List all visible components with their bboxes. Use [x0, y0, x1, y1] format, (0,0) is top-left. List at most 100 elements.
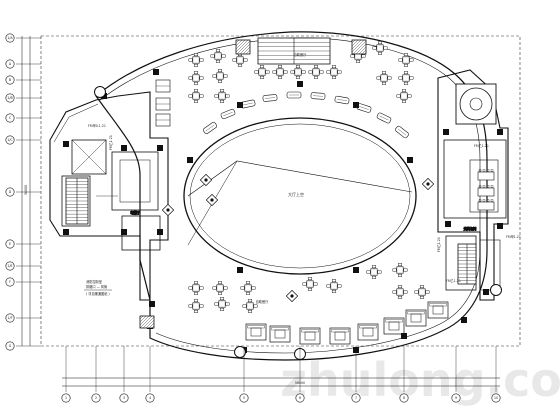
left-stair: [65, 177, 89, 225]
bottom-axis-bubble: [239, 393, 249, 403]
elevation-marker-dot: [426, 182, 430, 186]
fire-door-labels: FM甲0.1.21 FM乙1.21 FM乙1.21 FM甲1.21 FM乙1.2…: [88, 124, 521, 283]
booth-seat: [395, 125, 409, 139]
structural-column: [121, 229, 127, 235]
central-atrium: 大厅上空: [183, 117, 417, 275]
hatched-pier: [235, 39, 251, 55]
left-axis-label: E: [9, 242, 11, 246]
dining-table: [398, 53, 414, 67]
structural-column: [187, 157, 193, 163]
dining-table: [212, 281, 228, 295]
bottom-axis-bubble: [399, 393, 409, 403]
private-room-table: [477, 169, 495, 181]
round-column: [94, 86, 106, 98]
atrium-label: 大厅上空: [288, 191, 304, 197]
dining-table: [326, 279, 342, 293]
structural-column: [497, 129, 503, 135]
left-dimension-total: 36000: [24, 185, 28, 195]
dining-table: [212, 69, 228, 83]
right-stair: [457, 243, 477, 285]
dining-table: [188, 299, 204, 313]
private-room-table: [477, 185, 495, 197]
left-core: 电梯厅: [61, 139, 161, 251]
booth-seat: [376, 112, 392, 124]
bottom-axis-bubble: [119, 393, 129, 403]
left-axis-label: B: [9, 78, 11, 82]
structural-column: [149, 301, 155, 307]
bottom-axis-bubble: [351, 393, 361, 403]
cafe-table: [308, 65, 324, 79]
bottom-axis-bubble: [91, 393, 101, 403]
left-axis-label: C: [9, 116, 12, 120]
elevation-marker-dot: [166, 208, 170, 212]
window-booth: [155, 79, 171, 93]
structural-column: [443, 129, 449, 135]
dining-table: [396, 89, 412, 103]
bottom-axis-label: 1: [65, 396, 67, 400]
structural-column: [353, 102, 359, 108]
private-room-table: [477, 199, 495, 211]
cafe-table: [290, 65, 306, 79]
structural-column: [497, 223, 503, 229]
top-entrance-steps: [257, 37, 331, 65]
structural-column: [63, 141, 69, 147]
sofa-set: [329, 327, 351, 345]
note-line-2: 排烟口 — 风管: [86, 284, 107, 289]
note-line-1: 消防控制室: [86, 279, 102, 284]
dining-table: [392, 263, 408, 277]
dining-table: [376, 71, 392, 85]
bottom-axis-bubble: [451, 393, 461, 403]
dining-table: [188, 281, 204, 295]
dining-table: [242, 299, 258, 313]
left-axis-label: 1/F: [8, 316, 13, 320]
fire-door-label-1: FM甲0.1.21: [88, 124, 106, 128]
left-axis-label: 1/C: [7, 138, 13, 142]
sofa-set: [427, 301, 449, 319]
left-axis-bubble: [5, 239, 15, 249]
dining-table: [188, 53, 204, 67]
structural-column: [297, 81, 303, 87]
structural-column: [157, 145, 163, 151]
round-column: [490, 284, 502, 296]
bottom-axis-label: 9: [455, 396, 457, 400]
bottom-axis-bubble: [61, 393, 71, 403]
structural-column: [153, 69, 159, 75]
sofa-set: [357, 323, 379, 341]
bottom-axis-label: 5: [243, 396, 245, 400]
dining-table: [214, 297, 230, 311]
left-axis-label: 1/B: [7, 96, 12, 100]
dining-table: [188, 89, 204, 103]
dining-table: [366, 265, 382, 279]
left-axis-label: A: [9, 62, 12, 66]
sofa-set: [245, 323, 267, 341]
bottom-axis-label: 4: [149, 396, 151, 400]
elevation-marker-dot: [204, 178, 208, 182]
right-core: 贵宾包间: [443, 139, 507, 291]
sofa-set: [383, 317, 405, 335]
left-axis-bubble: [5, 75, 15, 85]
booth-seat: [310, 92, 326, 100]
structural-column: [237, 267, 243, 273]
booth-seat: [262, 94, 278, 102]
left-axis-bubble: [5, 135, 15, 145]
fire-door-label-2: FM乙1.21: [108, 135, 113, 150]
dining-table: [392, 285, 408, 299]
fire-door-label-6: FM乙1.21: [446, 278, 461, 283]
bottom-dimension-total: 56000: [295, 381, 305, 385]
bottom-axis-label: 2: [95, 396, 97, 400]
structural-column: [353, 267, 359, 273]
left-axis-bubble: [5, 341, 15, 351]
structural-column: [237, 102, 243, 108]
column-layer: [63, 39, 503, 360]
left-axis-bubble: [5, 261, 15, 271]
right-room-label: 贵宾包间: [464, 226, 477, 231]
sofa-set: [269, 325, 291, 343]
dining-table: [188, 71, 204, 85]
dining-table: [240, 281, 256, 295]
dining-table: [398, 71, 414, 85]
window-booth: [155, 113, 171, 127]
site-boundary: [40, 35, 521, 347]
